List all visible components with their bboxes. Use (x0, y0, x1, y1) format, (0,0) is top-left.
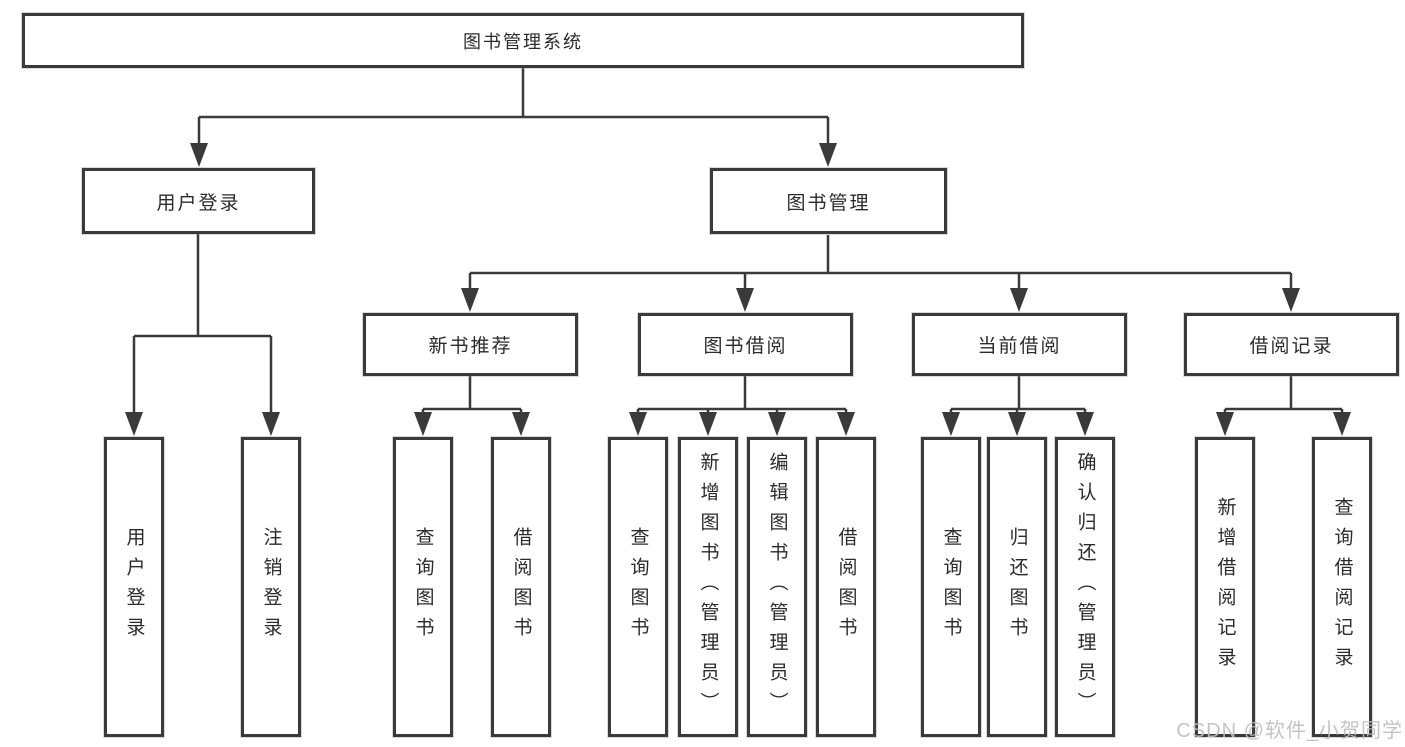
node-label: 查询图书 (940, 527, 962, 647)
node-borrowing-records: 借阅记录 (1184, 313, 1399, 376)
node-user-login-branch: 用户登录 (82, 168, 315, 234)
node-leaf-add-books-admin: 新增图书（管理员） (678, 437, 738, 737)
node-label: 注销登录 (260, 527, 282, 647)
node-label: 查询借阅记录 (1331, 497, 1353, 677)
node-leaf-edit-books-admin: 编辑图书（管理员） (747, 437, 807, 737)
node-leaf-user-login: 用户登录 (104, 437, 164, 737)
node-label: 新增图书（管理员） (697, 452, 719, 722)
node-label: 查询图书 (627, 527, 649, 647)
node-label: 图书借阅 (703, 336, 788, 357)
node-label: 归还图书 (1006, 527, 1028, 647)
node-root-system: 图书管理系统 (22, 13, 1024, 68)
node-label: 用户登录 (156, 192, 241, 214)
node-label: 编辑图书（管理员） (766, 452, 788, 722)
node-label: 新书推荐 (428, 336, 513, 357)
node-label: 当前借阅 (977, 336, 1062, 357)
node-label: 借阅记录 (1249, 336, 1334, 357)
node-leaf-confirm-return-admin: 确认归还（管理员） (1055, 437, 1115, 737)
node-leaf-query-books-recommend: 查询图书 (393, 437, 453, 737)
node-label: 确认归还（管理员） (1074, 452, 1096, 722)
csdn-watermark: CSDN @软件_小贺同学 (1176, 720, 1403, 742)
node-leaf-query-books-current: 查询图书 (921, 437, 981, 737)
node-label: 图书管理系统 (463, 31, 583, 52)
node-label: 图书管理 (786, 192, 871, 214)
node-label: 新增借阅记录 (1214, 497, 1236, 677)
node-leaf-add-borrow-record: 新增借阅记录 (1195, 437, 1255, 737)
node-label: 查询图书 (412, 527, 434, 647)
node-leaf-logout: 注销登录 (241, 437, 301, 737)
node-book-borrowing: 图书借阅 (638, 313, 853, 376)
node-leaf-borrow-books-recommend: 借阅图书 (491, 437, 551, 737)
node-leaf-borrow-books: 借阅图书 (816, 437, 876, 737)
node-leaf-query-books-borrowing: 查询图书 (608, 437, 668, 737)
node-label: 用户登录 (123, 527, 145, 647)
node-leaf-query-borrow-record: 查询借阅记录 (1312, 437, 1372, 737)
node-current-borrowing: 当前借阅 (912, 313, 1127, 376)
node-label: 借阅图书 (835, 527, 857, 647)
node-leaf-return-books: 归还图书 (987, 437, 1047, 737)
node-new-book-recommend: 新书推荐 (363, 313, 578, 376)
node-label: 借阅图书 (510, 527, 532, 647)
node-book-management-branch: 图书管理 (710, 168, 947, 234)
